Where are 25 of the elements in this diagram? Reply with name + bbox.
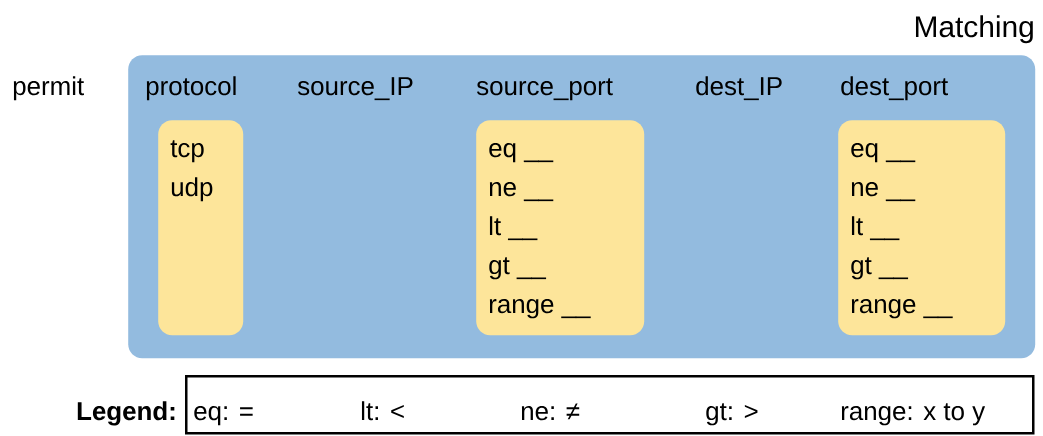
option-item: gt __	[489, 257, 547, 280]
option-item: range __	[851, 299, 953, 319]
option-item: gt __	[851, 257, 909, 280]
option-box	[476, 120, 645, 336]
legend-entry: lt: <	[361, 401, 404, 421]
column-heading: source_IP	[297, 77, 413, 101]
heading: Matching	[916, 15, 1033, 44]
column-heading: dest_IP	[696, 76, 782, 101]
option-item: ne __	[489, 182, 554, 202]
option-item: udp	[171, 177, 213, 202]
legend-title: Legend:	[77, 401, 175, 426]
legend-entry: ne: ≠	[521, 403, 580, 421]
option-box	[158, 120, 244, 336]
legend-entry: eq: =	[194, 406, 253, 426]
legend-entry: range: x to y	[841, 403, 986, 426]
option-item: eq __	[851, 143, 916, 163]
option-item: eq __	[489, 143, 554, 163]
option-item: ne __	[851, 182, 916, 202]
keyword-label: permit	[13, 76, 84, 101]
option-box	[838, 120, 1006, 336]
option-item: range __	[489, 299, 591, 319]
option-item: tcp	[170, 140, 204, 163]
option-item: lt __	[489, 216, 538, 241]
option-item: lt __	[851, 216, 900, 241]
legend-entry: gt: >	[706, 403, 758, 426]
